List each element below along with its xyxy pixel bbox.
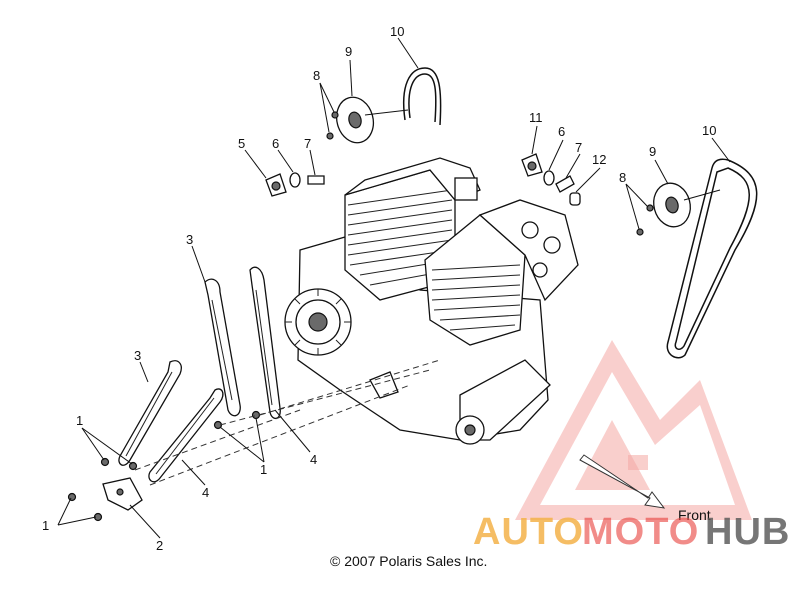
callout-1-upper: 1 — [76, 413, 83, 428]
bolt-pair-right — [636, 204, 654, 236]
watermark-part1: AUTO — [473, 511, 584, 553]
watermark-part3: HUB — [705, 511, 790, 553]
leader-lines — [57, 37, 731, 539]
callout-4-right: 4 — [310, 452, 317, 467]
watermark-wordmark: AUTO MOTO HUB — [473, 511, 790, 553]
callout-3-lower: 3 — [134, 348, 141, 363]
callout-1-middle: 1 — [260, 462, 267, 477]
callout-9-right: 9 — [649, 144, 656, 159]
cam-chain-top — [403, 67, 442, 126]
watermark-part2: MOTO — [582, 511, 699, 553]
callout-8-top: 8 — [313, 68, 320, 83]
cam-sprocket-right — [653, 182, 721, 228]
guide-support-bracket — [102, 477, 143, 511]
copyright-notice: © 2007 Polaris Sales Inc. — [330, 553, 487, 569]
callout-2: 2 — [156, 538, 163, 553]
engine-assembly — [284, 157, 579, 445]
callout-5: 5 — [238, 136, 245, 151]
alignment-lines — [134, 359, 441, 486]
callout-7-right: 7 — [575, 140, 582, 155]
callout-6-right: 6 — [558, 124, 565, 139]
cam-sprocket-top — [335, 96, 409, 144]
bolt-pair-top — [326, 111, 339, 140]
cam-chain-right — [666, 158, 758, 359]
callout-10-right: 10 — [702, 123, 716, 138]
callout-1-lower: 1 — [42, 518, 49, 533]
callout-4-lower: 4 — [202, 485, 209, 500]
chain-guide-upper-left — [204, 278, 241, 417]
watermark-logo — [515, 340, 752, 520]
mounting-bolts — [67, 410, 261, 522]
callout-10-top: 10 — [390, 24, 404, 39]
chain-guide-upper-right — [249, 266, 281, 419]
front-label: Front — [678, 507, 711, 523]
callout-6-left: 6 — [272, 136, 279, 151]
callout-12: 12 — [592, 152, 606, 167]
chain-guide-lower-left — [118, 360, 182, 466]
callout-3-upper: 3 — [186, 232, 193, 247]
callout-8-right: 8 — [619, 170, 626, 185]
tensioner-parts-left — [265, 172, 325, 197]
callout-7-left: 7 — [304, 136, 311, 151]
tensioner-parts-right — [521, 153, 581, 206]
front-direction-arrow — [579, 454, 666, 509]
callout-9-top: 9 — [345, 44, 352, 59]
callout-11: 11 — [529, 110, 543, 125]
